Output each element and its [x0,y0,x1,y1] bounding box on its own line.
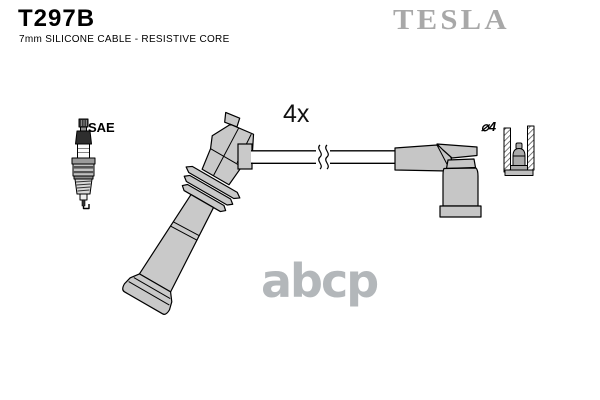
cable-coupler [237,143,253,170]
spark-plug-standard-label: SAE [88,120,115,135]
terminal-diameter-label: ⌀4 [481,119,497,134]
part-number: T297B [18,5,96,32]
cable-break-icon [318,144,329,170]
brand-logo: TESLA [393,4,510,36]
terminal-cross-section-icon [503,125,535,176]
spark-plug-icon [71,118,96,210]
elbow-boot-icon [394,143,482,218]
coil-boot-cable-icon [122,111,397,315]
product-subtitle: 7mm SILICONE CABLE - RESISTIVE CORE [19,34,230,45]
quantity-label: 4x [283,100,310,128]
watermark: abcp [261,254,379,308]
